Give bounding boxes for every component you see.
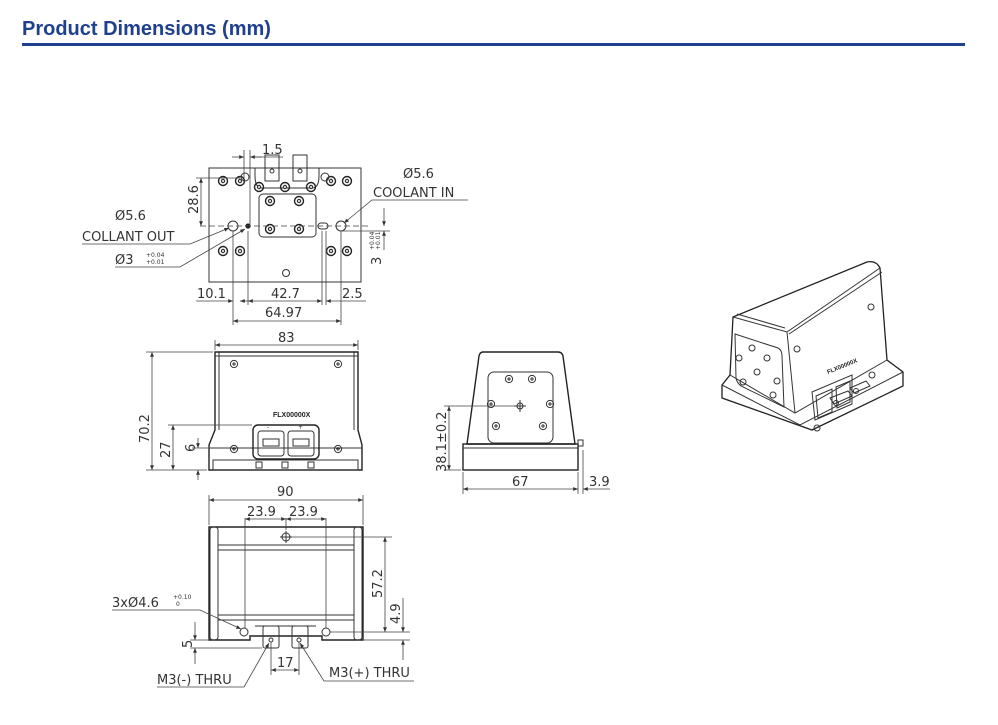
m3-minus-label: M3(-) THRU [157,673,232,688]
dim-28-6: 28.6 [187,185,202,214]
coolant-in-label: COOLANT IN [373,186,454,201]
m3-plus-label: M3(+) THRU [329,666,410,681]
dim-6: 6 [184,444,199,452]
dim-23-9-right: 23.9 [289,505,318,520]
page-title: Product Dimensions (mm) [22,18,271,40]
dim-10-1: 10.1 [197,287,226,302]
top-view: 1.5 28.6 Ø5.6 COLLANT OUT Ø3 +0.04 +0.01… [82,143,468,325]
svg-text:+0.04: +0.04 [369,231,376,250]
dim-42-7: 42.7 [271,287,300,302]
dia-out-label: Ø5.6 [115,209,146,224]
dim-27: 27 [159,441,174,458]
dim-3-9: 3.9 [589,475,610,490]
dim-70-2: 70.2 [138,414,153,443]
dim-3: 3 [370,257,385,265]
dia-3-label: Ø3 [115,253,134,268]
power-connector [252,424,320,460]
dim-83: 83 [278,331,295,346]
isometric-view: FLX00000X [721,260,904,432]
dim-38-1: 38.1±0.2 [435,411,450,472]
svg-text:-: - [267,424,269,431]
dim-57-2: 57.2 [371,569,386,598]
dim-90: 90 [277,485,294,500]
svg-text:+: + [298,424,303,431]
dia-in-label: Ø5.6 [403,167,434,182]
dim-1-5: 1.5 [262,143,283,158]
dim-2-5: 2.5 [342,287,363,302]
dim-5: 5 [181,640,196,648]
dim-64-97: 64.97 [265,306,302,321]
coolant-out-label: COLLANT OUT [82,230,175,245]
holes-label: 3xØ4.6 [112,596,159,611]
dim-17: 17 [277,656,294,671]
side-view: 38.1±0.2 67 3.9 [435,351,610,494]
svg-text:+0.01: +0.01 [375,231,382,250]
dim-4-9: 4.9 [389,603,404,624]
svg-text:+0.10: +0.10 [173,594,192,601]
dim-67: 67 [512,475,529,490]
svg-text:0: 0 [176,601,180,608]
dim-23-9-left: 23.9 [247,505,276,520]
front-view: FLX00000X - + 83 70.2 27 6 [138,331,363,480]
bottom-view: 90 23.9 23.9 57.2 4.9 5 3xØ4.6 +0.10 0 1… [112,485,414,688]
svg-text:+0.01: +0.01 [146,259,165,266]
title-underline [22,43,965,46]
svg-text:+0.04: +0.04 [146,252,165,259]
model-label: FLX00000X [273,412,311,419]
